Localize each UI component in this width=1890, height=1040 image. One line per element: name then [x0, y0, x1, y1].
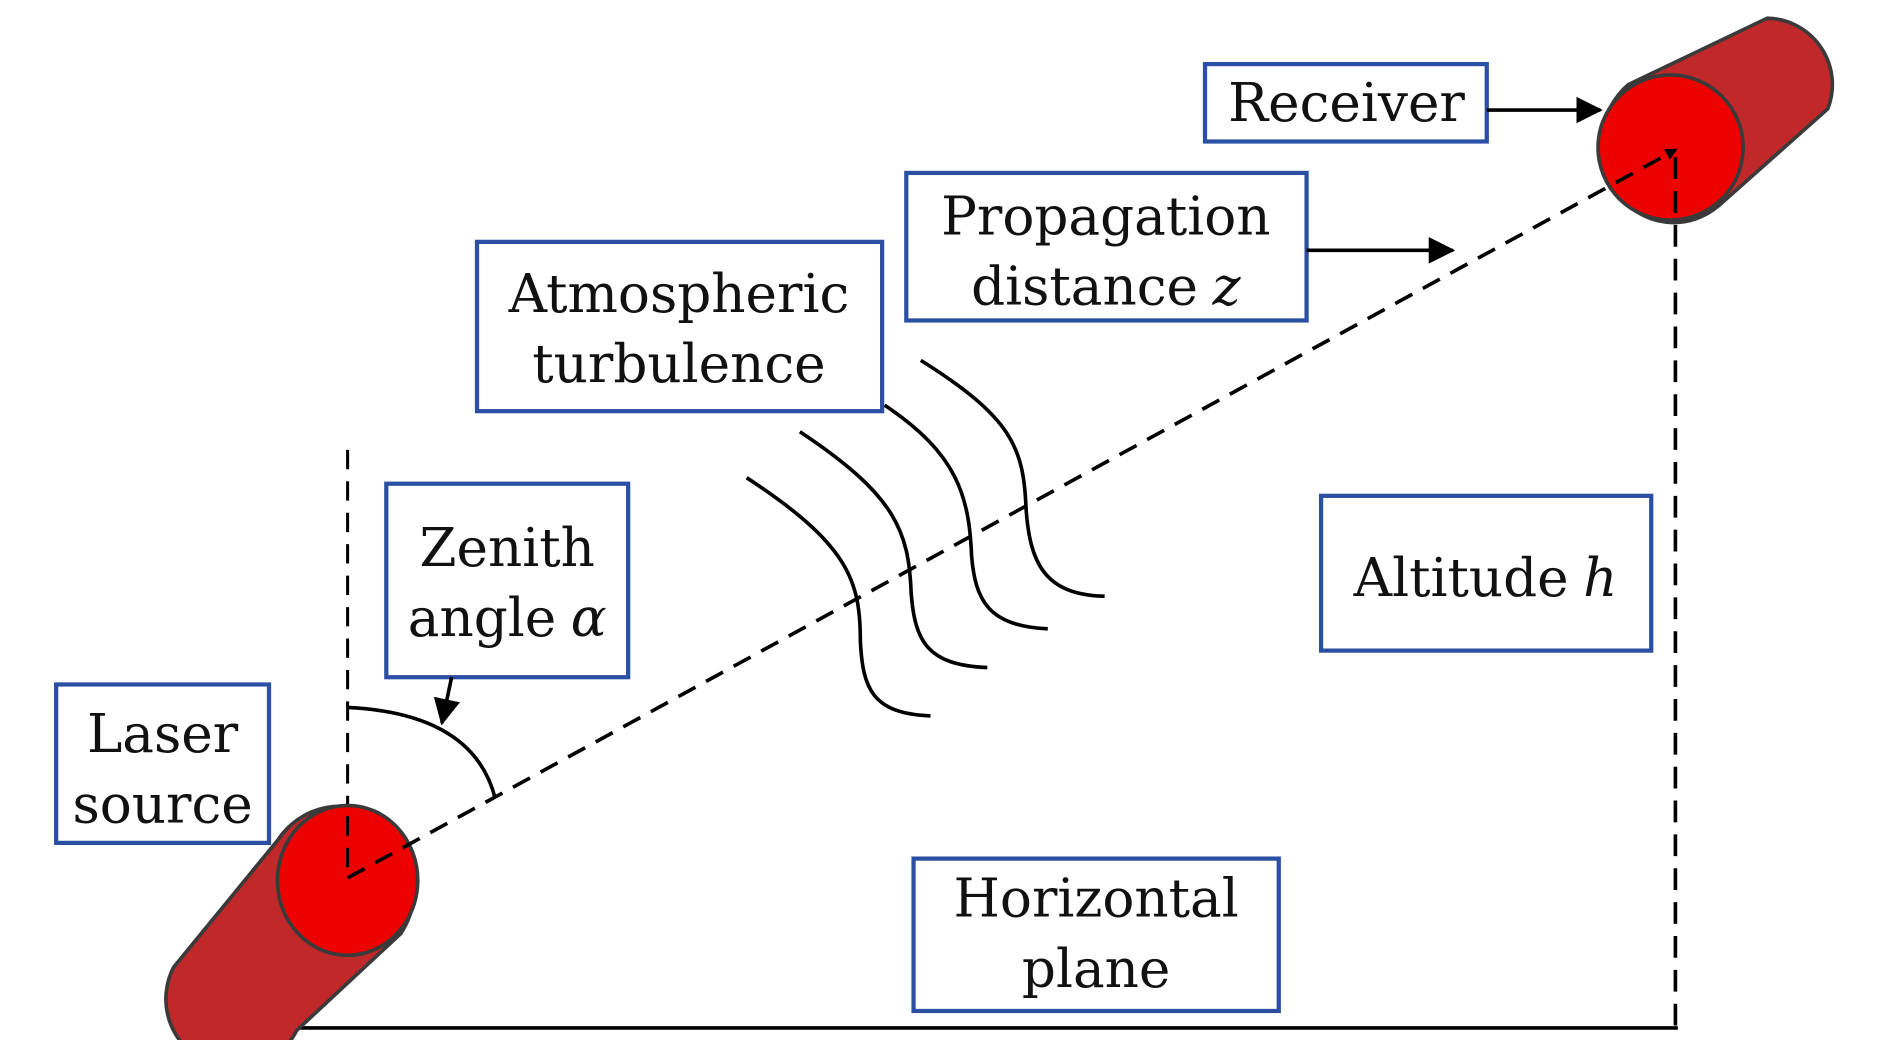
altitude-word: Altitude	[1353, 547, 1569, 609]
turbulence-text-2: turbulence	[532, 333, 825, 395]
receiver-label: Receiver	[1202, 61, 1489, 144]
zenith-variable: α	[571, 587, 607, 649]
receiver-face	[1596, 73, 1745, 222]
turbulence-curve	[745, 476, 931, 718]
propagation-variable: z	[1212, 256, 1242, 318]
turbulence-curves	[745, 358, 1105, 718]
propagation-distance-word: distance	[971, 256, 1198, 318]
horizontal-text-1: Horizontal	[954, 868, 1239, 930]
laser-face	[275, 803, 420, 958]
zenith-arrow	[433, 676, 460, 726]
turbulence-curve	[798, 430, 988, 670]
propagation-path	[346, 148, 1678, 880]
turbulence-text-1: Atmospheric	[508, 263, 850, 325]
propagation-text-1: Propagation	[941, 186, 1270, 248]
zenith-angle-word: angle	[408, 587, 556, 649]
horizontal-text-2: plane	[1022, 938, 1171, 1000]
laser-source-label: Laser source	[54, 682, 272, 845]
laser-text-1: Laser	[87, 703, 239, 765]
turbulence-curve	[919, 358, 1105, 598]
altitude-variable: h	[1583, 547, 1617, 609]
turbulence-label: Atmospheric turbulence	[474, 239, 885, 414]
zenith-text-1: Zenith	[420, 517, 595, 579]
laser-source-cylinder	[164, 803, 420, 1040]
receiver-cylinder	[1596, 16, 1835, 225]
turbulence-curve	[883, 403, 1048, 631]
zenith-angle-arc	[347, 705, 497, 799]
horizontal-plane-label: Horizontal plane	[911, 856, 1281, 1014]
laser-text-2: source	[72, 773, 252, 835]
receiver-text: Receiver	[1228, 72, 1465, 134]
